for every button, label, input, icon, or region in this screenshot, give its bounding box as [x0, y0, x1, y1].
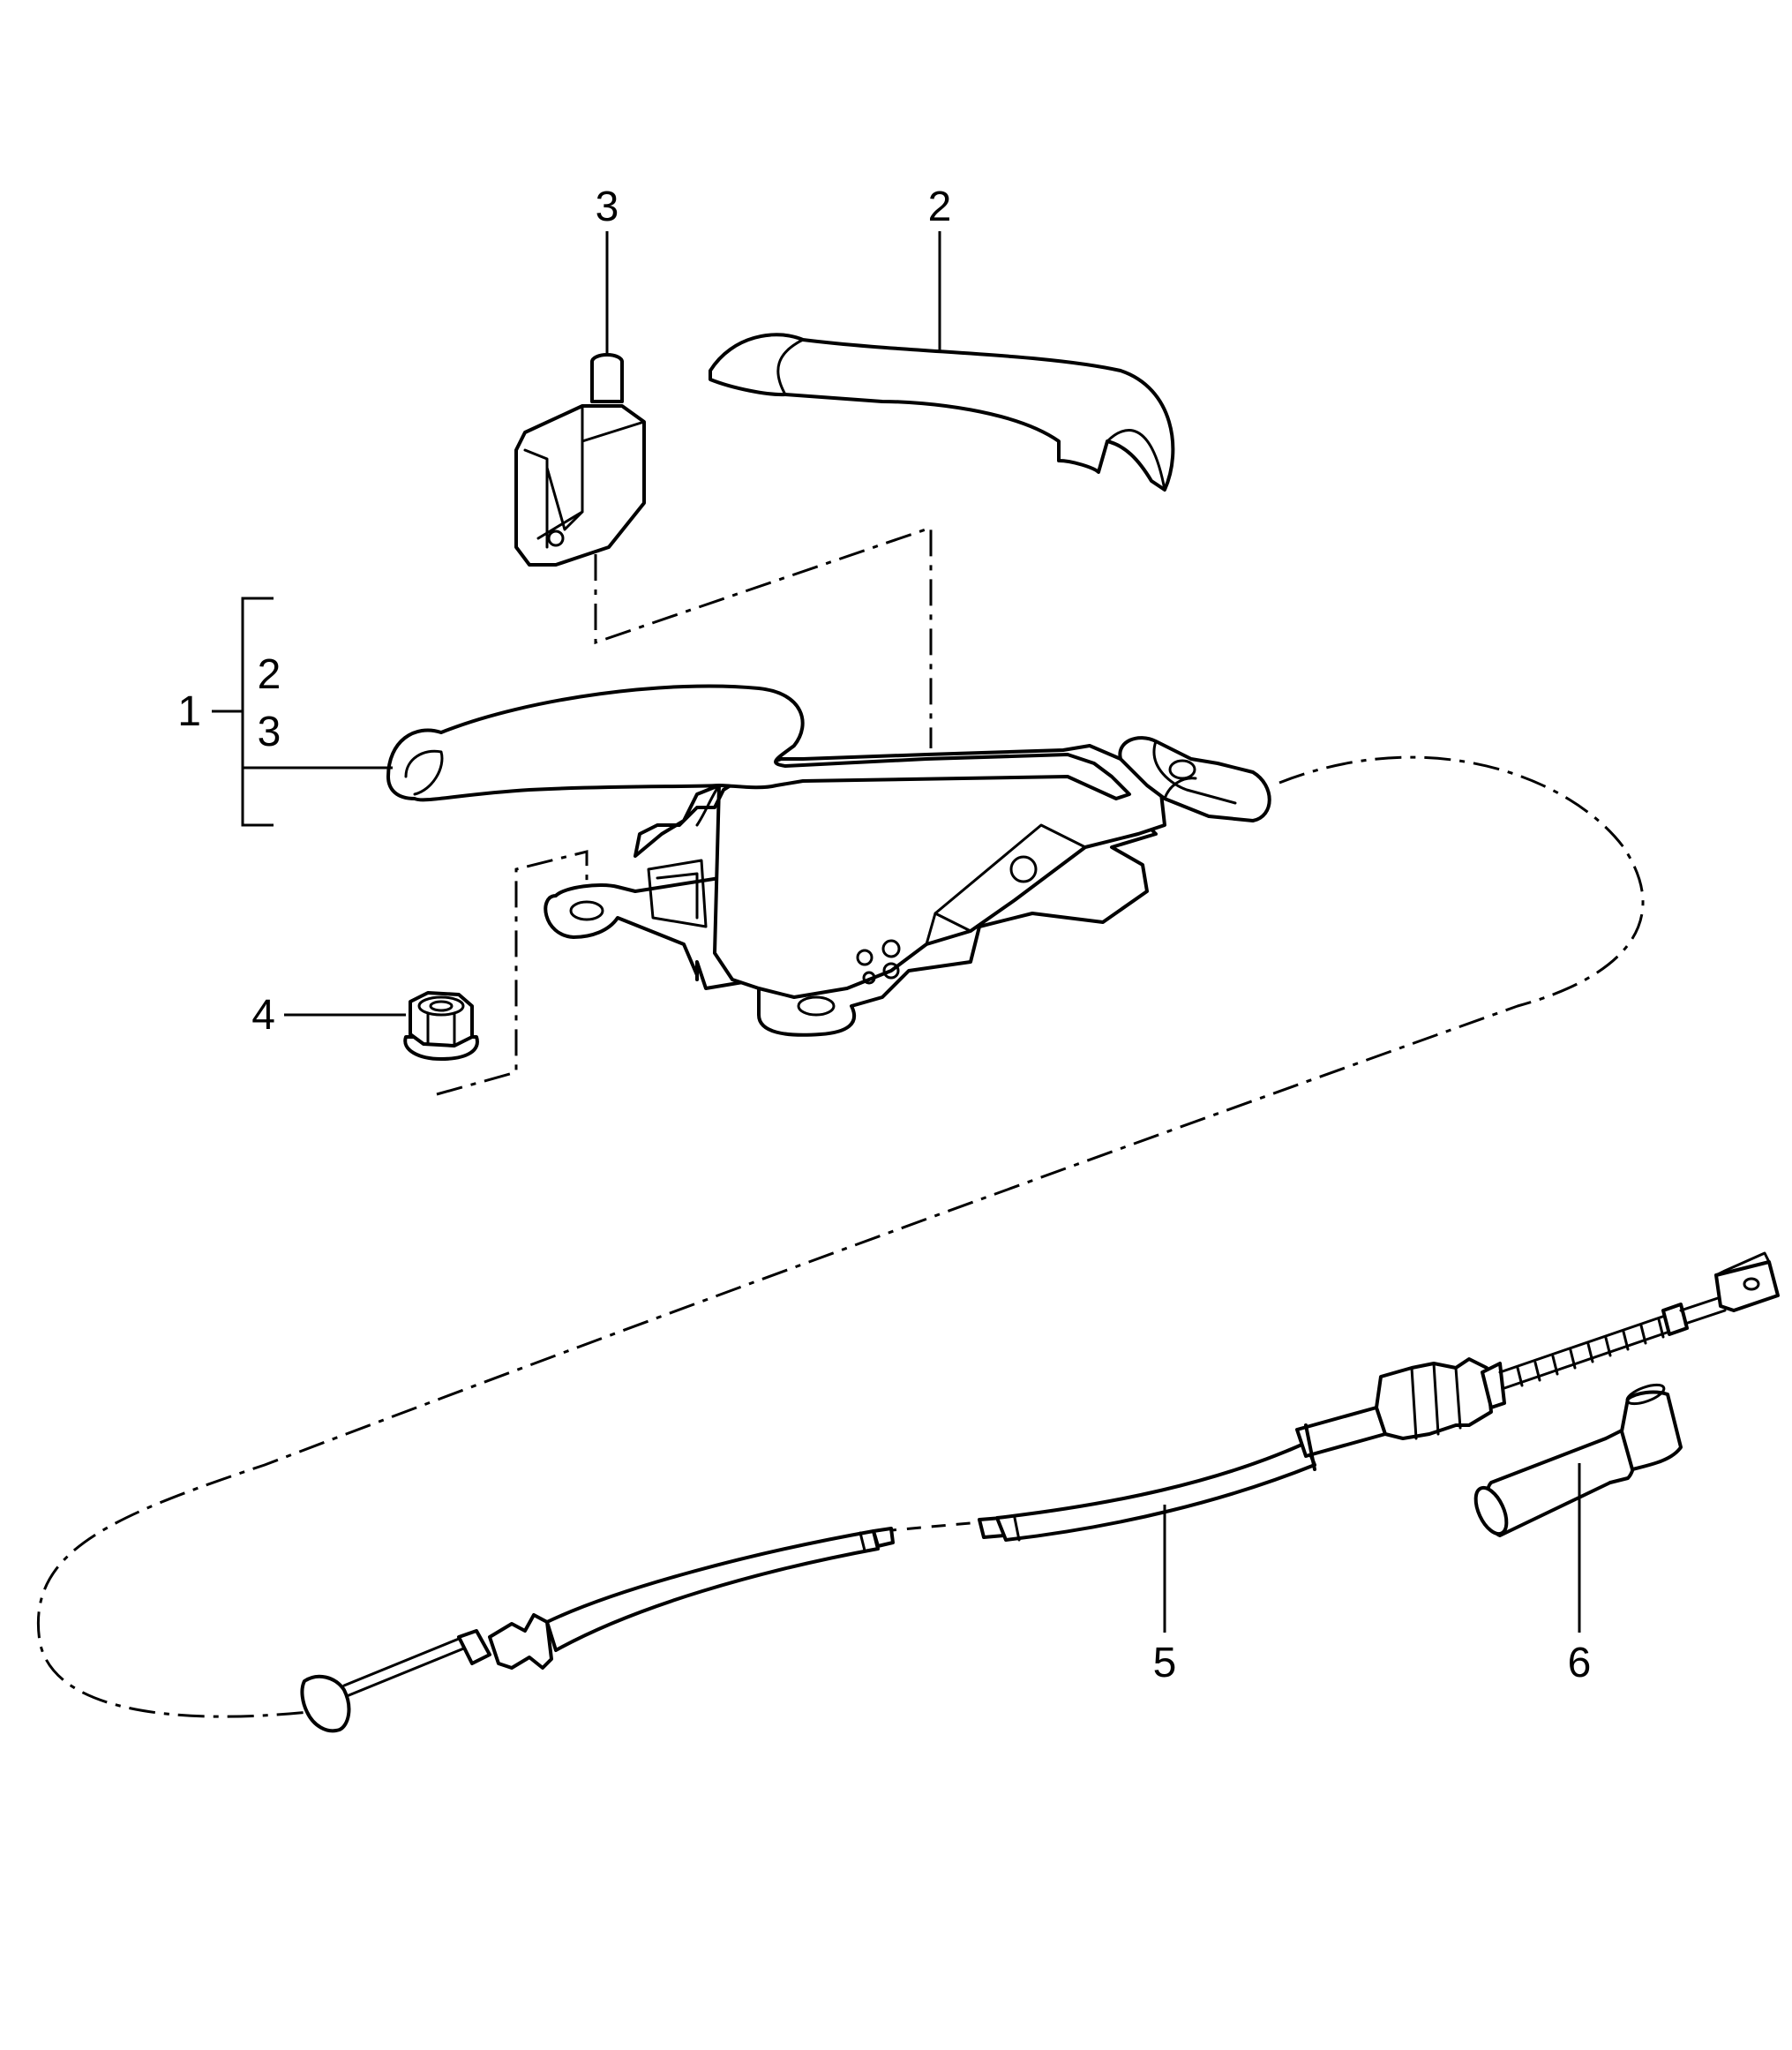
- callout-3: 3: [596, 184, 619, 230]
- handbrake-switch: [514, 353, 646, 567]
- assembly-line-cable-break: [881, 1521, 980, 1533]
- callout-1-sub-3: 3: [258, 709, 281, 755]
- handbrake-cable: [300, 1251, 1780, 1733]
- assembly-line-cable-loop: [37, 755, 1645, 1718]
- callout-1-sub-2: 2: [258, 651, 281, 698]
- callout-2: 2: [928, 184, 952, 230]
- callout-4: 4: [251, 992, 275, 1039]
- grip-cover: [709, 333, 1175, 492]
- callout-5: 5: [1153, 1640, 1177, 1686]
- hex-nut: [403, 991, 479, 1061]
- assembly-line-nut: [436, 850, 589, 1096]
- cable-sleeve: [1473, 1383, 1683, 1537]
- callout-6: 6: [1568, 1640, 1592, 1686]
- assembly-line-switch: [594, 525, 933, 748]
- callout-1: 1: [177, 688, 201, 735]
- lever-assembly: [386, 684, 1271, 1037]
